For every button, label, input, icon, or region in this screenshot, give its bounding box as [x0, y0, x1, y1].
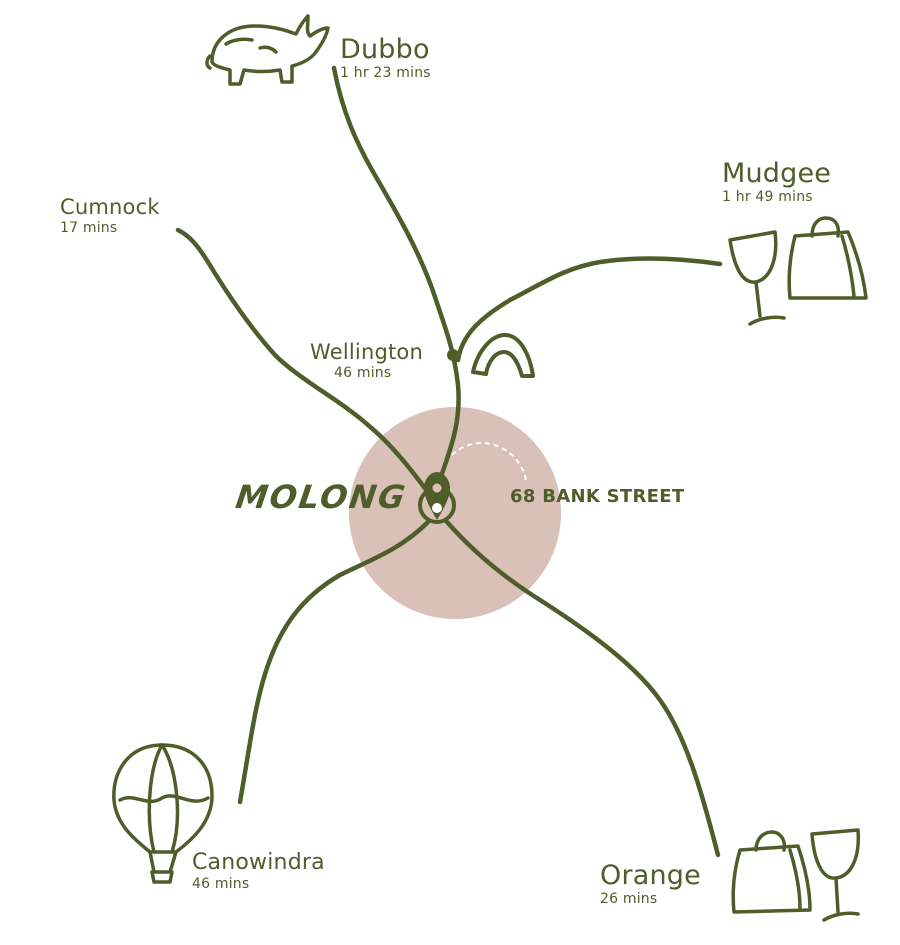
place-cumnock: Cumnock 17 mins: [60, 195, 160, 236]
road-to-orange: [444, 519, 721, 858]
place-orange: Orange 26 mins: [600, 862, 701, 906]
road-to-cumnock: [175, 227, 433, 498]
travel-time: 26 mins: [600, 891, 658, 907]
place-dubbo: Dubbo 1 hr 23 mins: [340, 36, 431, 80]
place-name: Cumnock: [60, 195, 160, 219]
shopping-bag-and-wine-glass-icons: [731, 828, 861, 922]
travel-time: 1 hr 23 mins: [340, 65, 431, 81]
travel-time: 17 mins: [60, 220, 118, 236]
town-name: MOLONG: [233, 478, 410, 516]
place-name: Dubbo: [340, 34, 430, 65]
place-name: Orange: [600, 860, 701, 891]
rhino-icon: [205, 14, 330, 86]
road-to-dubbo: [331, 65, 461, 493]
location-pin-icon: [418, 472, 456, 524]
arch-icon: [471, 333, 535, 378]
road-to-mudgee: [455, 256, 723, 363]
place-name: Wellington: [310, 340, 423, 364]
travel-time: 46 mins: [192, 876, 250, 892]
place-name: Canowindra: [192, 850, 325, 875]
road-to-canowindra: [237, 519, 431, 805]
wine-glass-and-shopping-bag-icons: [728, 216, 868, 326]
travel-time: 46 mins: [334, 365, 392, 381]
place-canowindra: Canowindra 46 mins: [192, 850, 325, 892]
place-mudgee: Mudgee 1 hr 49 mins: [722, 160, 831, 204]
address-connector: [451, 442, 527, 485]
address-label: 68 BANK STREET: [510, 486, 685, 507]
place-name: Mudgee: [722, 158, 832, 189]
wellington-dot: [447, 349, 459, 361]
hot-air-balloon-icon: [112, 743, 214, 884]
travel-time: 1 hr 49 mins: [722, 189, 813, 205]
place-wellington: Wellington 46 mins: [310, 340, 423, 381]
